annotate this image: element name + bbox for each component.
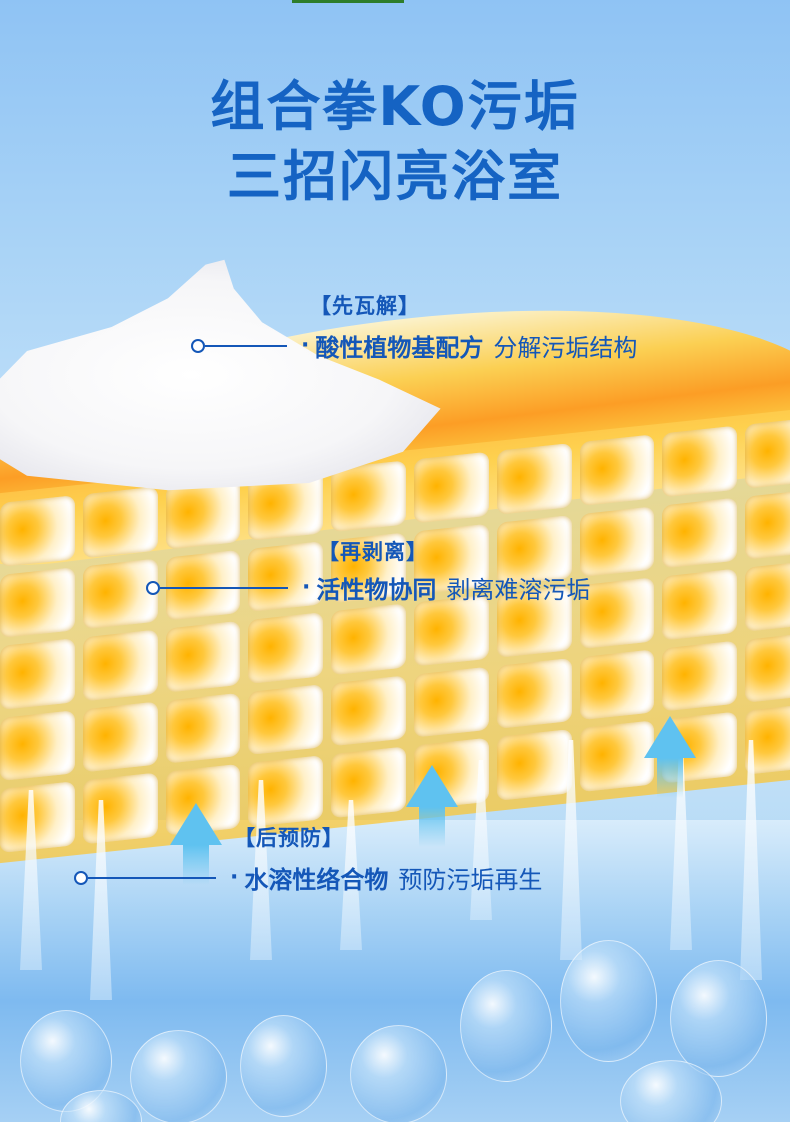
callout-tag: 【先瓦解】 (310, 294, 420, 318)
water-bubbles (0, 940, 790, 1122)
callout-ingredient: 活性物协同 (316, 576, 437, 604)
headline: 组合拳KO污垢 三招闪亮浴室 (0, 72, 790, 212)
callout-description: 预防污垢再生 (398, 866, 543, 894)
callout-ingredient: 酸性植物基配方 (315, 334, 484, 362)
connector-line (88, 876, 216, 879)
callout-description: 分解污垢结构 (493, 334, 638, 362)
connector-dot-icon (191, 338, 205, 353)
up-arrow-icon (404, 765, 460, 847)
callout-description: 剥离难溶污垢 (446, 576, 591, 604)
headline-line-1: 组合拳KO污垢 (210, 75, 580, 138)
callout-ingredient: 水溶性络合物 (244, 866, 389, 894)
callout-tag: 【再剥离】 (318, 540, 428, 564)
callout-tag: 【后预防】 (234, 826, 344, 850)
up-arrow-icon (642, 716, 698, 798)
connector-dot-icon (146, 580, 160, 595)
headline-line-2: 三招闪亮浴室 (227, 145, 563, 208)
connector-line (205, 344, 287, 347)
connector-line (160, 586, 288, 589)
connector-dot-icon (74, 870, 88, 885)
top-edge-strip (292, 0, 404, 3)
